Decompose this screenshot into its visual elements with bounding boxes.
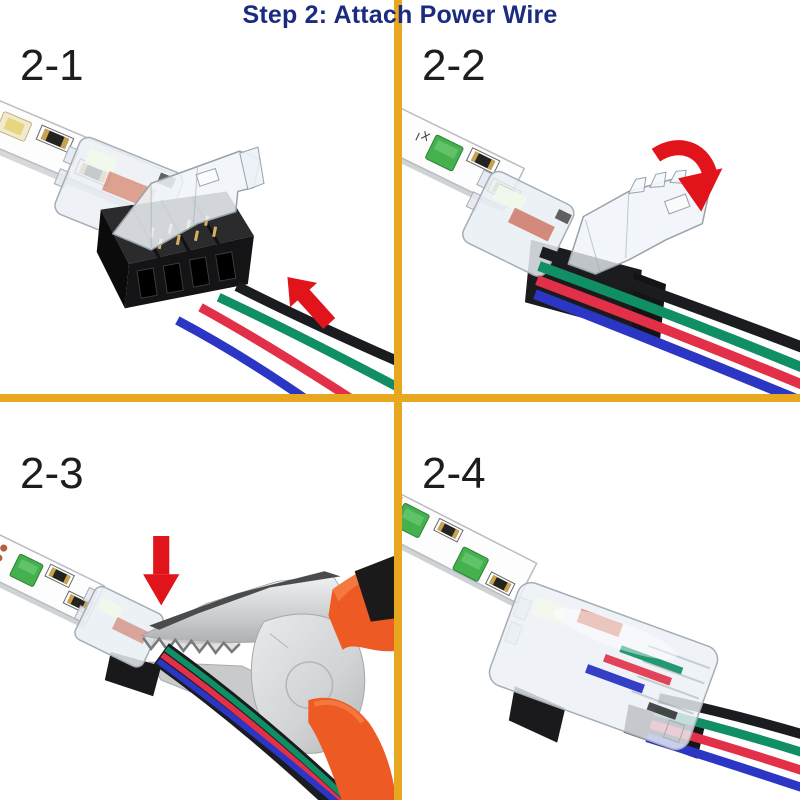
strip-connector bbox=[73, 585, 164, 697]
step-2-2-illustration bbox=[402, 90, 800, 398]
power-wires bbox=[175, 281, 398, 398]
connector-closed-shell bbox=[488, 581, 719, 751]
panel-step-2-3: 2-3 bbox=[0, 402, 398, 800]
step-2-3-illustration bbox=[0, 529, 398, 800]
panel-label: 2-2 bbox=[422, 41, 486, 90]
panel-label: 2-3 bbox=[20, 449, 84, 498]
solder-pads bbox=[0, 544, 8, 562]
wire-bundle bbox=[153, 643, 350, 800]
panel-step-2-2: 2-2 bbox=[402, 0, 800, 398]
led-strip bbox=[0, 529, 106, 629]
panel-step-2-4: 2-4 bbox=[402, 402, 800, 800]
strip-connector bbox=[53, 136, 265, 309]
led-strip bbox=[402, 479, 538, 608]
horizontal-divider-line bbox=[0, 394, 800, 402]
connector-lid-open bbox=[567, 169, 711, 275]
wire-slots bbox=[136, 251, 237, 299]
panel-label: 2-1 bbox=[20, 41, 84, 90]
red-curved-arrow-icon bbox=[651, 140, 723, 212]
pliers-handles bbox=[308, 554, 398, 800]
red-arrow-down-icon bbox=[143, 536, 180, 606]
panel-label: 2-4 bbox=[422, 449, 486, 498]
panel-step-2-1: 2-1 bbox=[0, 0, 398, 398]
connector-lid-open bbox=[112, 146, 265, 251]
step-2-1-illustration bbox=[0, 87, 398, 398]
step-2-4-illustration bbox=[402, 479, 800, 792]
red-arrow-up-left-icon bbox=[287, 277, 336, 329]
page-title: Step 2: Attach Power Wire bbox=[242, 1, 558, 29]
power-wires-inserted bbox=[533, 246, 800, 398]
